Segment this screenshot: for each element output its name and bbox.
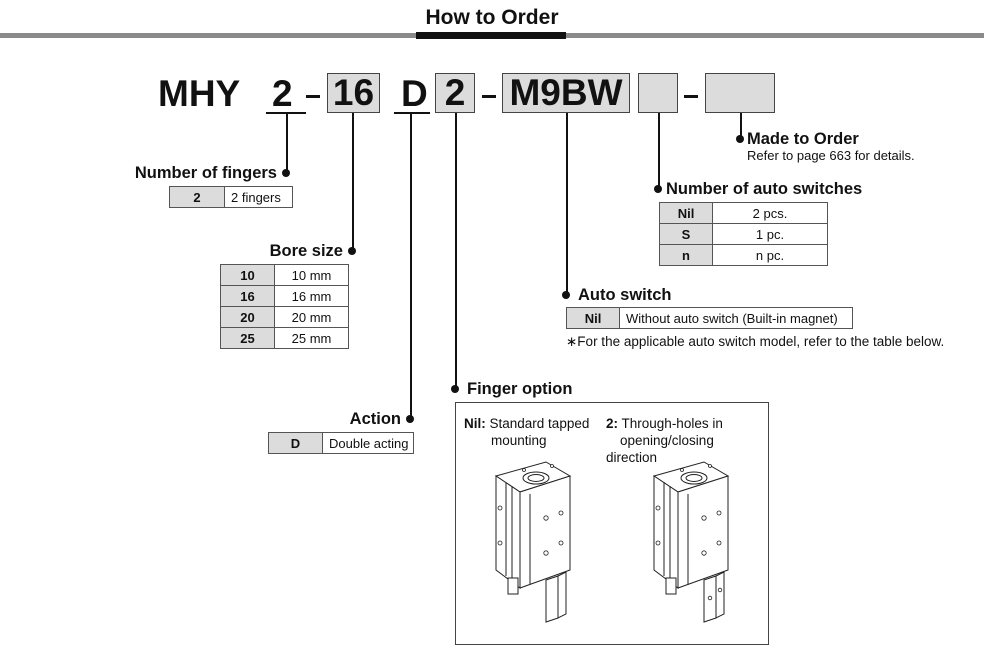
- finger-option-2-line2: opening/closing direction: [606, 433, 714, 465]
- finger-option-nil-text: Nil: Standard tapped mounting: [464, 415, 589, 449]
- code-dash-2: [482, 95, 496, 98]
- bore-dot: [348, 247, 356, 255]
- switch-count-value: 1 pc.: [712, 223, 828, 245]
- bore-connector: [352, 113, 354, 250]
- code-finger-option-box: 2: [435, 73, 475, 113]
- fingers-connector: [286, 113, 288, 173]
- code-switch-count-box: [638, 73, 678, 113]
- bore-key: 16: [220, 285, 275, 307]
- fingers-value: 2 fingers: [224, 186, 293, 208]
- switch-count-value: n pc.: [712, 244, 828, 266]
- made-to-order-note: Refer to page 663 for details.: [747, 148, 915, 163]
- fingers-dot: [282, 169, 290, 177]
- action-table: D Double acting: [268, 432, 414, 454]
- made-to-order-label: Made to Order: [747, 130, 859, 148]
- action-key: D: [268, 432, 323, 454]
- code-dash-3: [684, 95, 698, 98]
- auto-switch-label: Auto switch: [578, 286, 672, 304]
- bore-value: 20 mm: [274, 306, 349, 328]
- fingers-table: 2 2 fingers: [169, 186, 293, 208]
- auto-switch-table: Nil Without auto switch (Built-in magnet…: [566, 307, 853, 329]
- table-row: D Double acting: [268, 432, 414, 454]
- action-value: Double acting: [322, 432, 414, 454]
- switch-count-label: Number of auto switches: [666, 180, 863, 198]
- switch-count-key: Nil: [659, 202, 713, 224]
- finger-option-2-key: 2:: [606, 416, 619, 431]
- code-bore-box: 16: [327, 73, 380, 113]
- finger-option-2-text: 2: Through-holes in opening/closing dire…: [606, 415, 768, 466]
- title-rule-accent: [416, 32, 566, 39]
- finger-option-panel: Nil: Standard tapped mounting 2: Through…: [455, 402, 769, 645]
- gripper-standard-illustration: [494, 461, 572, 623]
- finger-option-dot: [451, 385, 459, 393]
- code-made-to-order-box: [705, 73, 775, 113]
- bore-value: 10 mm: [274, 264, 349, 286]
- code-fingers: 2: [272, 73, 293, 114]
- fingers-label: Number of fingers: [134, 164, 277, 182]
- action-label: Action: [349, 410, 401, 428]
- finger-option-nil-key: Nil:: [464, 416, 486, 431]
- switch-count-dot: [654, 185, 662, 193]
- made-to-order-dot: [736, 135, 744, 143]
- finger-option-label: Finger option: [467, 380, 573, 398]
- finger-option-2-line1: Through-holes in: [621, 416, 723, 431]
- auto-switch-connector: [566, 113, 568, 295]
- code-action: D: [401, 73, 428, 114]
- finger-option-nil-line2: mounting: [491, 433, 547, 448]
- bore-key: 20: [220, 306, 275, 328]
- made-to-order-connector: [740, 113, 742, 139]
- switch-count-value: 2 pcs.: [712, 202, 828, 224]
- table-row: 2 2 fingers: [169, 186, 293, 208]
- code-series: MHY: [158, 73, 241, 114]
- code-dash-1: [306, 95, 320, 98]
- bore-value: 16 mm: [274, 285, 349, 307]
- page-title: How to Order: [425, 6, 559, 29]
- auto-switch-dot: [562, 291, 570, 299]
- bore-value: 25 mm: [274, 327, 349, 349]
- action-dot: [406, 415, 414, 423]
- bore-key: 25: [220, 327, 275, 349]
- finger-option-connector: [455, 113, 457, 388]
- switch-count-key: n: [659, 244, 713, 266]
- code-auto-switch-box: M9BW: [502, 73, 630, 113]
- auto-switch-value: Without auto switch (Built-in magnet): [619, 307, 853, 329]
- auto-switch-key: Nil: [566, 307, 620, 329]
- action-connector: [410, 113, 412, 419]
- bore-key: 10: [220, 264, 275, 286]
- switch-count-connector: [658, 113, 660, 189]
- finger-option-nil-line1: Standard tapped: [489, 416, 590, 431]
- table-row: Nil Without auto switch (Built-in magnet…: [566, 307, 853, 329]
- code-action-underline: [394, 112, 430, 114]
- auto-switch-note: ∗For the applicable auto switch model, r…: [566, 334, 945, 349]
- fingers-key: 2: [169, 186, 225, 208]
- gripper-through-hole-illustration: [652, 461, 730, 623]
- bore-label: Bore size: [269, 242, 343, 260]
- switch-count-key: S: [659, 223, 713, 245]
